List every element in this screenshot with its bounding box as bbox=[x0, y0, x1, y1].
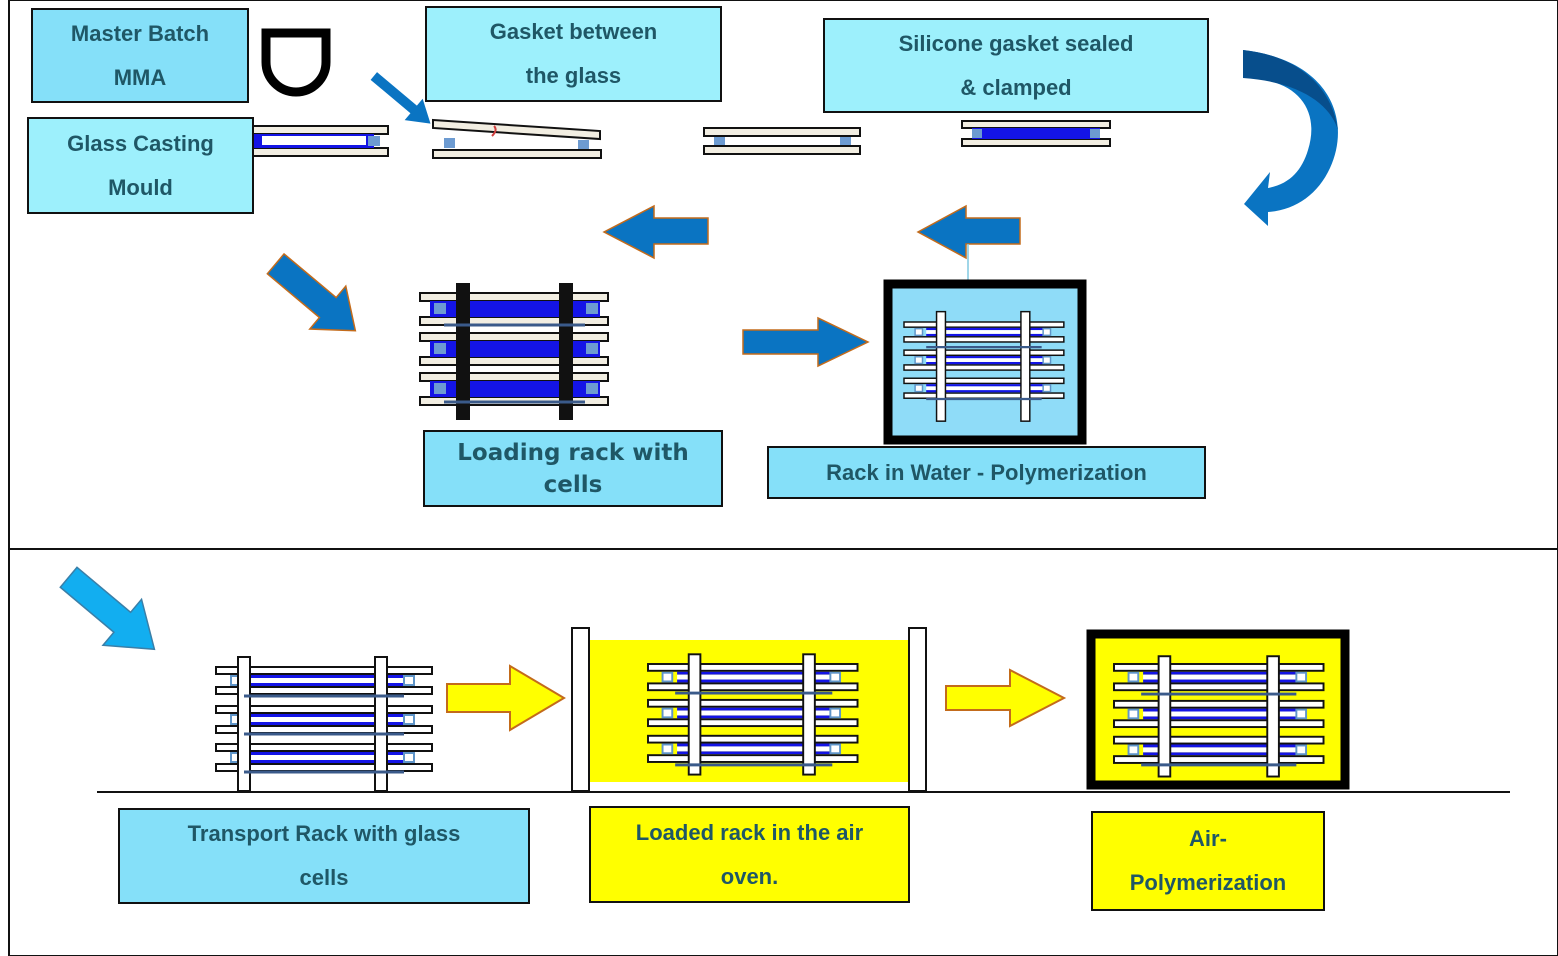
label-transport-rack: Transport Rack with glass cells bbox=[118, 808, 530, 904]
sealed-plates bbox=[961, 120, 1111, 147]
diagonal-arrow-icon bbox=[370, 72, 431, 124]
glass-casting-mould-plates bbox=[251, 125, 389, 157]
block-arrow-right-icon bbox=[945, 668, 1067, 728]
block-arrow-right-icon bbox=[742, 316, 870, 368]
diagonal-arrow-icon bbox=[59, 566, 156, 651]
block-arrow-left-icon bbox=[916, 204, 1021, 260]
label-loaded-rack-oven: Loaded rack in the air oven. bbox=[589, 806, 910, 903]
label-glass-casting-mould: Glass Casting Mould bbox=[27, 117, 254, 214]
diagonal-arrow-icon bbox=[266, 252, 357, 332]
curved-return-arrow-icon bbox=[1243, 50, 1338, 226]
water-tank bbox=[883, 279, 1087, 445]
transport-rack bbox=[215, 656, 433, 792]
label-rack-in-water: Rack in Water - Polymerization bbox=[767, 446, 1206, 499]
label-silicone-gasket: Silicone gasket sealed & clamped bbox=[823, 18, 1209, 113]
loading-rack bbox=[419, 283, 609, 420]
air-polymerization-tank bbox=[1086, 629, 1350, 790]
label-gasket-between: Gasket between the glass bbox=[425, 6, 722, 102]
label-loading-rack: Loading rack with cells bbox=[423, 430, 723, 507]
clamped-plates bbox=[703, 127, 861, 155]
block-arrow-left-icon bbox=[602, 204, 709, 260]
block-arrow-right-icon bbox=[446, 664, 566, 732]
label-master-batch: Master Batch MMA bbox=[31, 8, 249, 103]
gasket-between-plates bbox=[432, 118, 602, 159]
air-oven bbox=[571, 627, 927, 792]
label-air-polymerization: Air- Polymerization bbox=[1091, 811, 1325, 911]
d-gasket-icon bbox=[261, 28, 331, 97]
outer-frame bbox=[8, 0, 1558, 956]
